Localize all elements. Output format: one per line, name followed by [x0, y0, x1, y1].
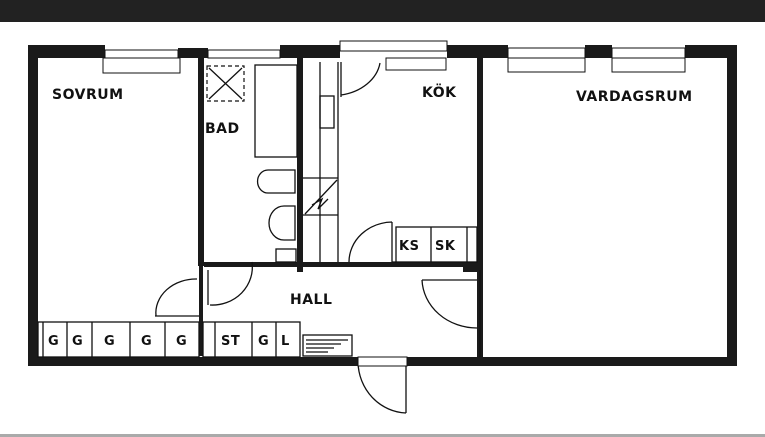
- room-label-vardagsrum: VARDAGSRUM: [576, 89, 693, 105]
- kitchen-unit-ks: KS: [399, 239, 419, 254]
- interior-walls: [198, 58, 483, 357]
- bathroom-fixtures: [206, 64, 298, 263]
- closets: [37, 321, 301, 358]
- closet-label: ST: [221, 334, 240, 349]
- room-label-kok: KÖK: [422, 83, 457, 101]
- closet-label: G: [72, 334, 83, 349]
- closet-label: G: [48, 334, 59, 349]
- kitchen-counter: [303, 62, 381, 262]
- kitchen-unit-sk: SK: [435, 239, 456, 254]
- room-label-sovrum: SOVRUM: [52, 87, 124, 103]
- closet-label: G: [258, 334, 269, 349]
- exterior-walls: [28, 45, 737, 366]
- room-label-hall: HALL: [290, 292, 332, 308]
- closet-label: L: [281, 334, 290, 349]
- closet-label: G: [176, 334, 187, 349]
- radiator: [302, 334, 353, 357]
- windows: [102, 40, 686, 74]
- doors: [155, 221, 481, 414]
- kitchen-units: [395, 226, 478, 263]
- top-bar: [0, 0, 765, 22]
- closet-label: G: [104, 334, 115, 349]
- room-label-bad: BAD: [205, 121, 240, 137]
- closet-label: G: [141, 334, 152, 349]
- bottom-border: [0, 434, 765, 437]
